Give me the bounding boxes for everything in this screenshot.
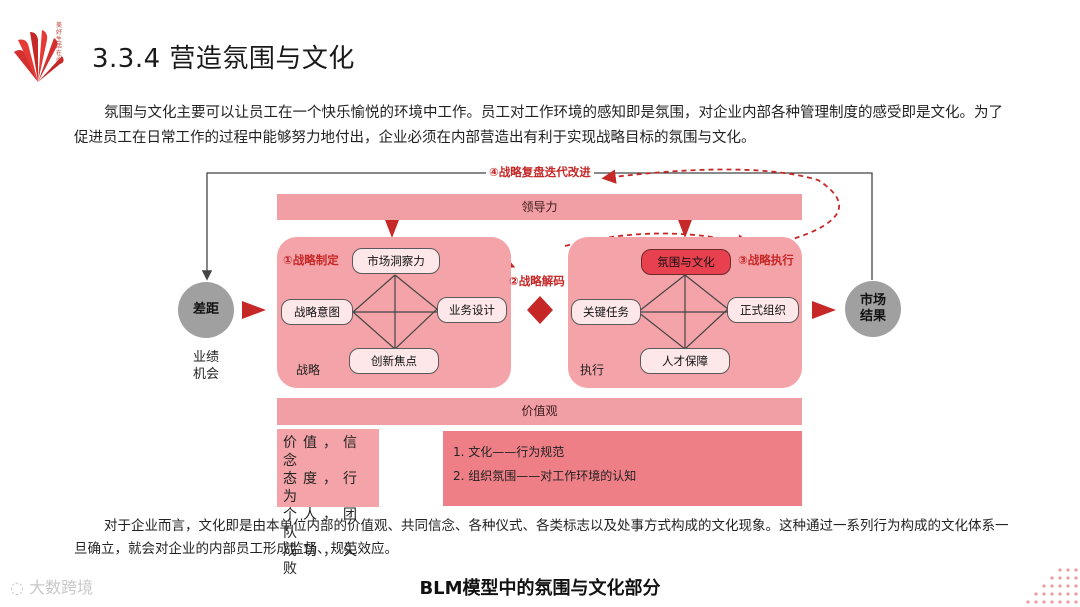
node-innovation-focus: 创新焦点 [349,348,439,374]
market-result-circle: 市场 结果 [845,281,901,337]
node-talent-support: 人才保障 [640,348,730,374]
values-line-1: 价值，信念 [283,435,363,469]
execution-label: 执行 [580,363,605,377]
gap-text: 差距 [192,302,219,317]
review-dashed-arrow [601,168,840,249]
gap-note-line2: 机会 [192,367,219,382]
watermark-icon: ◌ [10,578,24,597]
step2-label: ②战略解码 [509,274,565,288]
values-band: 价值观 [277,398,802,425]
market-result-line1: 市场 [859,293,886,308]
watermark-text: 大数跨境 [29,578,94,597]
leadership-band: 领导力 [277,194,802,220]
logo-text: 美 好 生 活 在 此 [56,22,63,64]
gap-note-line1: 业绩 [192,350,219,365]
decode-diamond [527,296,553,324]
logo-icon [14,30,64,82]
node-key-tasks: 关键任务 [571,299,641,325]
step1-label: ①战略制定 [283,253,339,267]
values-line-3: 个人，团队 [283,507,363,541]
strategy-label: 战略 [296,363,321,377]
gap-note: 业绩 机会 [185,349,227,383]
intro-paragraph: 氛围与文化主要可以让员工在一个快乐愉悦的环境中工作。员工对工作环境的感知即是氛围… [74,105,1003,146]
gap-arrow [242,301,266,319]
node-formal-organization: 正式组织 [727,297,799,323]
node-business-design: 业务设计 [437,297,507,323]
figure-caption: BLM模型中的氛围与文化部分 [419,578,661,599]
node-strategic-intent: 战略意图 [281,299,353,325]
gap-circle: 差距 [178,282,234,338]
culture-list-item-2: 2. 组织氛围——对工作环境的认知 [453,469,637,483]
values-line-2: 态度，行为 [283,471,363,505]
step4-label: ④战略复盘迭代改进 [486,164,594,180]
values-line-4: 成功，失败 [283,543,363,577]
result-arrow [812,301,836,319]
culture-list-item-1: 1. 文化——行为规范 [453,445,565,459]
step3-label: ③战略执行 [738,253,794,267]
culture-list-box: 1. 文化——行为规范 2. 组织氛围——对工作环境的认知 [443,431,802,506]
decorative-dots [1026,568,1078,604]
watermark: ◌ 大数跨境 [10,574,93,598]
values-box: 价值，信念 态度，行为 个人，团队 成功，失败 [277,429,379,577]
node-market-insight: 市场洞察力 [352,248,440,274]
market-result-line2: 结果 [859,309,886,324]
outro-paragraph: 对于企业而言，文化即是由本单位内部的价值观、共同信念、各种仪式、各类标志以及处事… [74,518,1009,557]
node-atmosphere-culture: 氛围与文化 [641,249,731,275]
page-title: 3.3.4 营造氛围与文化 [92,44,355,74]
